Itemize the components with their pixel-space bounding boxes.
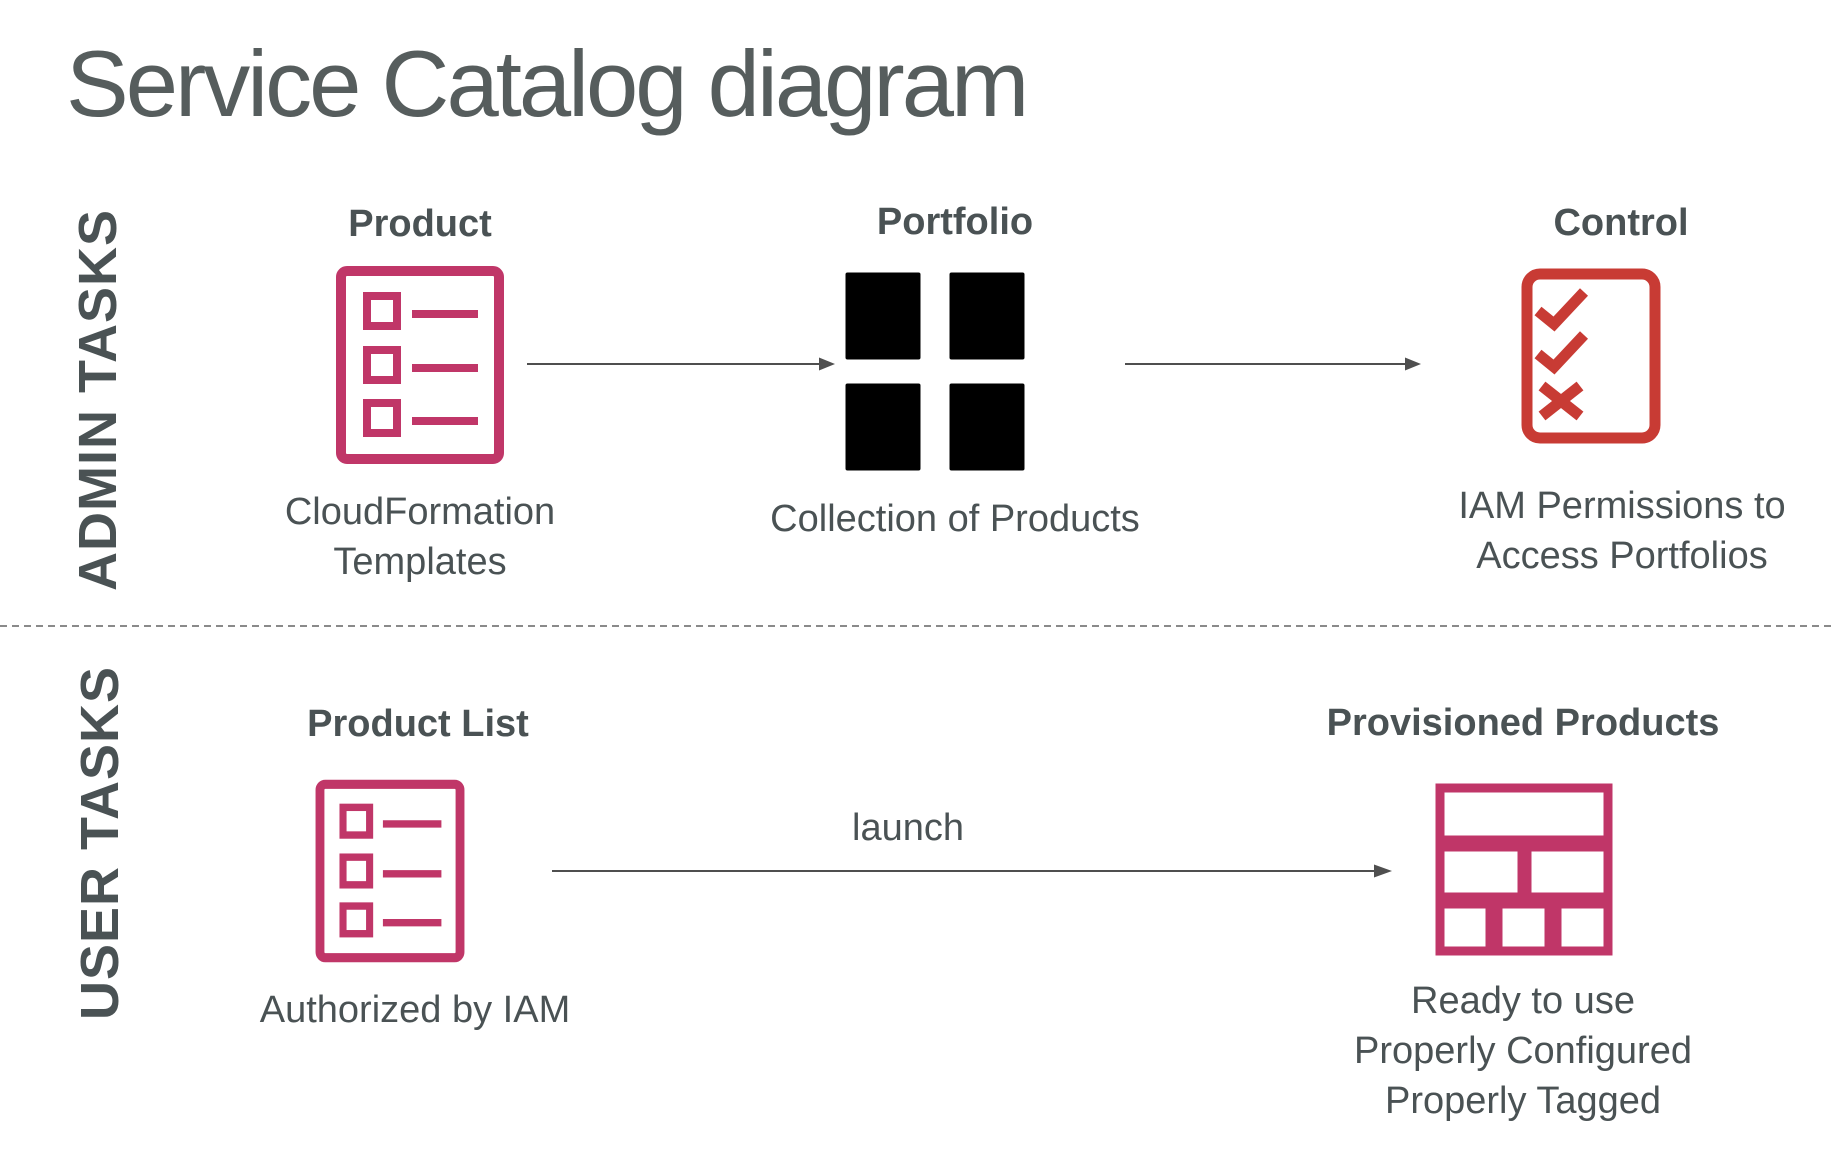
list-document-icon (336, 266, 504, 464)
product-label: Product (348, 203, 492, 245)
page-title: Service Catalog diagram (66, 31, 1029, 136)
portfolio-label: Portfolio (876, 201, 1034, 243)
mini-list-icon (949, 383, 1025, 471)
provisioned-products-caption: Ready to use Properly Configured Properl… (1354, 980, 1692, 1122)
mini-list-icon (949, 272, 1025, 360)
checklist-icon (1521, 268, 1661, 444)
product-list-caption: Authorized by IAM (259, 989, 571, 1031)
mini-list-icon (845, 383, 921, 471)
mini-list-icon (845, 272, 921, 360)
provisioned-blocks-icon (1435, 783, 1613, 956)
control-caption: IAM Permissions to Access Portfolios (1458, 485, 1786, 577)
portfolio-collection-icon (842, 269, 1028, 474)
control-label: Control (1553, 202, 1689, 244)
list-document-icon (315, 779, 465, 963)
arrow-launch (552, 864, 1392, 878)
launch-arrow-label: launch (852, 807, 964, 849)
arrow-product-to-portfolio (527, 357, 835, 371)
section-divider (0, 625, 1832, 627)
portfolio-caption: Collection of Products (770, 498, 1140, 540)
arrow-portfolio-to-control (1125, 357, 1421, 371)
product-list-label: Product List (307, 703, 529, 745)
product-caption: CloudFormation Templates (284, 491, 556, 583)
provisioned-products-label: Provisioned Products (1326, 702, 1720, 744)
user-tasks-side-label: USER TASKS (70, 665, 130, 1021)
